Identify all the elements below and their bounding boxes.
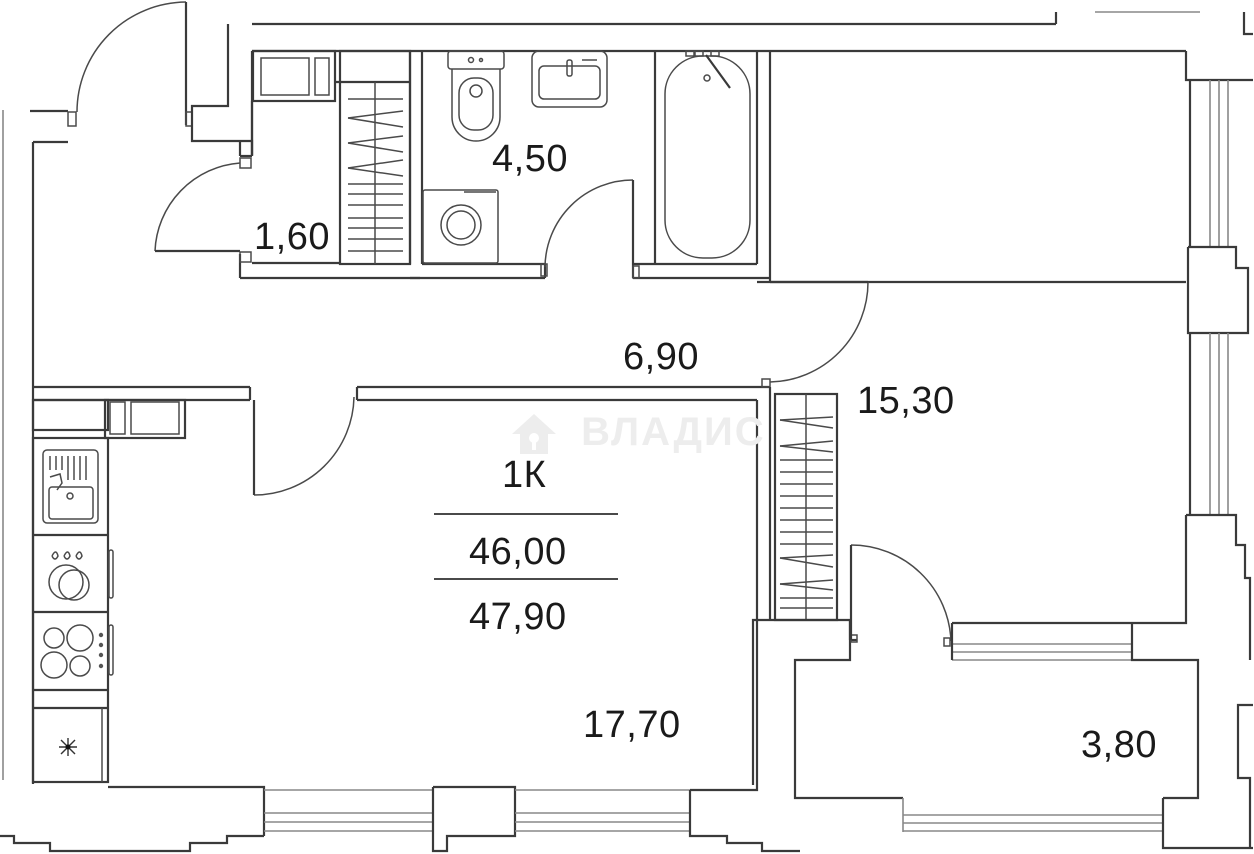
storage-door-icon <box>154 162 252 263</box>
room-area-storage: 1,60 <box>254 216 330 258</box>
kitchen-window-left-icon <box>264 789 433 832</box>
kitchen-window-right-icon <box>515 789 690 832</box>
kitchen-bottom-wall <box>0 785 266 853</box>
right-facade <box>1186 80 1253 848</box>
room-area-kitchen-living: 17,70 <box>583 704 681 746</box>
dishwasher-icon <box>48 549 114 601</box>
room-area-bathroom: 4,50 <box>492 138 568 180</box>
balcony-window-icon <box>902 798 1253 850</box>
toilet-icon <box>447 50 505 142</box>
cooktop-icon <box>40 624 114 679</box>
balcony-door-window-icon <box>950 515 1200 800</box>
entrance-door-icon <box>67 1 193 127</box>
hallway-walls <box>33 385 770 402</box>
kitchen-cabinets <box>31 398 187 784</box>
storage-room <box>238 49 420 280</box>
watermark-text: ВЛАДИС <box>581 410 766 454</box>
outer-wall-left <box>2 109 68 784</box>
kitchen-door-icon <box>252 396 355 496</box>
washbasin-icon <box>531 50 608 108</box>
wall-entrance-right <box>190 24 254 156</box>
bathroom-door-icon <box>540 179 640 279</box>
fridge-icon <box>59 738 77 756</box>
total-area-with-balcony: 47,90 <box>469 596 567 638</box>
balcony-door-icon <box>849 544 952 647</box>
partition-wall <box>755 387 772 620</box>
room-area-hallway: 6,90 <box>623 336 699 378</box>
room-area-balcony: 3,80 <box>1081 724 1157 766</box>
total-area: 46,00 <box>469 531 567 573</box>
bathtub-icon <box>664 50 751 259</box>
summary-divider-bottom <box>434 578 618 580</box>
balcony-walls <box>757 618 903 800</box>
washing-machine-icon <box>422 189 499 264</box>
kitchen-sink-icon <box>42 449 99 524</box>
bedroom-wardrobe-icon <box>773 392 839 622</box>
bedroom-door-icon <box>761 280 869 388</box>
home-key-logo-icon <box>512 414 556 455</box>
summary-divider-top <box>434 513 618 515</box>
watermark: ВЛАДИС <box>510 410 766 456</box>
outer-wall-top <box>252 11 1253 82</box>
room-area-bedroom: 15,30 <box>857 380 955 422</box>
window-pier <box>431 785 517 853</box>
apartment-type: 1К <box>502 454 547 496</box>
wardrobe-icon <box>336 49 412 266</box>
kitchen-right-wall <box>688 618 800 853</box>
